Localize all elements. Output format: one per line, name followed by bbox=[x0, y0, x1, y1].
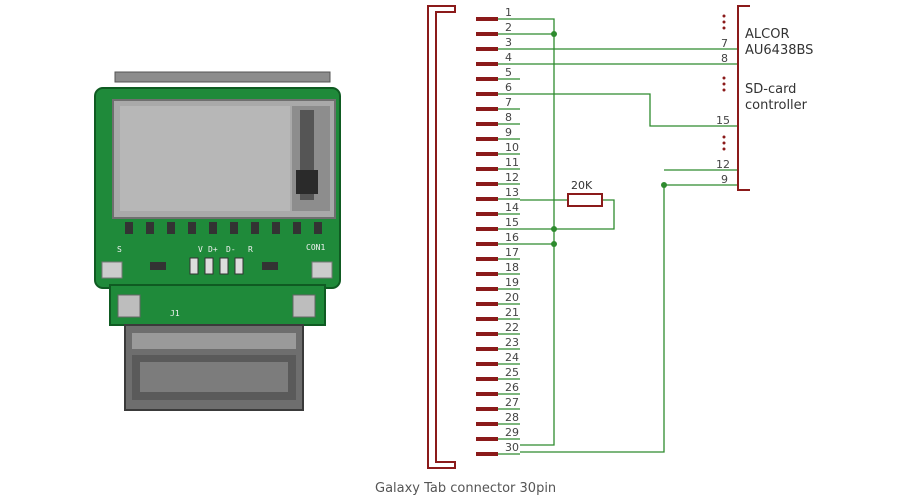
connector-caption: Galaxy Tab connector 30pin bbox=[375, 481, 556, 496]
pin-number-28: 28 bbox=[505, 411, 519, 424]
pin-number-25: 25 bbox=[505, 366, 519, 379]
pin-number-30: 30 bbox=[505, 441, 519, 454]
pin-number-18: 18 bbox=[505, 261, 519, 274]
pin-number-8: 8 bbox=[505, 111, 512, 124]
silk-j1: J1 bbox=[170, 309, 180, 318]
pin-number-22: 22 bbox=[505, 321, 519, 334]
pin-stub-29 bbox=[476, 437, 498, 441]
connector-symbol bbox=[427, 5, 456, 469]
pin-stub-17 bbox=[476, 257, 498, 261]
pin-number-23: 23 bbox=[505, 336, 519, 349]
pin-stub-28 bbox=[476, 422, 498, 426]
pin-stub-16 bbox=[476, 242, 498, 246]
pin-stub-6 bbox=[476, 92, 498, 96]
pin-stub-30 bbox=[476, 452, 498, 456]
pin-stub-7 bbox=[476, 107, 498, 111]
pin-stub-21 bbox=[476, 317, 498, 321]
controller-desc-line2: controller bbox=[745, 98, 808, 113]
controller-symbol bbox=[737, 5, 750, 191]
card-slot-rail bbox=[114, 71, 331, 83]
contact-pads bbox=[125, 222, 322, 234]
pin-stub-19 bbox=[476, 287, 498, 291]
pin-stub-2 bbox=[476, 32, 498, 36]
pin-stub-14 bbox=[476, 212, 498, 216]
pin-number-11: 11 bbox=[505, 156, 519, 169]
pin-number-1: 1 bbox=[505, 6, 512, 19]
controller-name-line2: AU6438BS bbox=[745, 43, 813, 58]
pin-stub-1 bbox=[476, 17, 498, 21]
controller-pin-9: 9 bbox=[721, 173, 728, 186]
silk-r-top: R bbox=[248, 245, 253, 254]
pin-stub-24 bbox=[476, 362, 498, 366]
pin-stub-27 bbox=[476, 407, 498, 411]
pin-stub-25 bbox=[476, 377, 498, 381]
pin-number-6: 6 bbox=[505, 81, 512, 94]
controller-name-line1: ALCOR bbox=[745, 27, 789, 42]
smd-components bbox=[101, 257, 333, 279]
pin-stub-20 bbox=[476, 302, 498, 306]
resistor-label: 20K bbox=[571, 179, 593, 192]
pin-number-20: 20 bbox=[505, 291, 519, 304]
controller-desc-line1: SD-card bbox=[745, 82, 796, 97]
pin-stub-3 bbox=[476, 47, 498, 51]
controller-pin-8: 8 bbox=[721, 52, 728, 65]
pin-stub-11 bbox=[476, 167, 498, 171]
pin-number-17: 17 bbox=[505, 246, 519, 259]
pin-stub-8 bbox=[476, 122, 498, 126]
pin-number-4: 4 bbox=[505, 51, 512, 64]
pin-number-15: 15 bbox=[505, 216, 519, 229]
controller-pin-12: 12 bbox=[716, 158, 730, 171]
pin-stub-4 bbox=[476, 62, 498, 66]
controller-pin-7: 7 bbox=[721, 37, 728, 50]
pin-number-19: 19 bbox=[505, 276, 519, 289]
pcb-photo: CON1 S V D+ D- R V D+ D- G J1 bbox=[94, 71, 341, 411]
controller-ellipsis bbox=[722, 14, 726, 151]
silk-con1: CON1 bbox=[306, 243, 325, 252]
pin-number-9: 9 bbox=[505, 126, 512, 139]
wires bbox=[520, 18, 738, 453]
pin-number-2: 2 bbox=[505, 21, 512, 34]
pin-number-21: 21 bbox=[505, 306, 519, 319]
pin-stub-23 bbox=[476, 347, 498, 351]
pin-stub-13 bbox=[476, 197, 498, 201]
pin-stub-5 bbox=[476, 77, 498, 81]
resistor-symbol bbox=[567, 193, 603, 207]
pin-number-3: 3 bbox=[505, 36, 512, 49]
pin-number-12: 12 bbox=[505, 171, 519, 184]
pin-number-24: 24 bbox=[505, 351, 519, 364]
silk-v-top: V bbox=[198, 245, 203, 254]
pin-stub-15 bbox=[476, 227, 498, 231]
silk-dplus-top: D+ bbox=[208, 245, 218, 254]
pin-stub-9 bbox=[476, 137, 498, 141]
silk-dminus-top: D- bbox=[226, 245, 236, 254]
pin-stub-18 bbox=[476, 272, 498, 276]
pin-stub-10 bbox=[476, 152, 498, 156]
pin-stub-12 bbox=[476, 182, 498, 186]
pin-number-27: 27 bbox=[505, 396, 519, 409]
pin-number-14: 14 bbox=[505, 201, 519, 214]
pin-number-13: 13 bbox=[505, 186, 519, 199]
pin-number-7: 7 bbox=[505, 96, 512, 109]
controller-pin-15: 15 bbox=[716, 114, 730, 127]
silk-s-top: S bbox=[117, 245, 122, 254]
pin-stub-26 bbox=[476, 392, 498, 396]
wire-junctions bbox=[551, 31, 667, 247]
pin-stub-22 bbox=[476, 332, 498, 336]
connector-pins: 1234567891011121314151617181920212223242… bbox=[476, 6, 520, 456]
pin-number-26: 26 bbox=[505, 381, 519, 394]
pin-number-5: 5 bbox=[505, 66, 512, 79]
pin-number-16: 16 bbox=[505, 231, 519, 244]
pin-number-10: 10 bbox=[505, 141, 519, 154]
pin-number-29: 29 bbox=[505, 426, 519, 439]
